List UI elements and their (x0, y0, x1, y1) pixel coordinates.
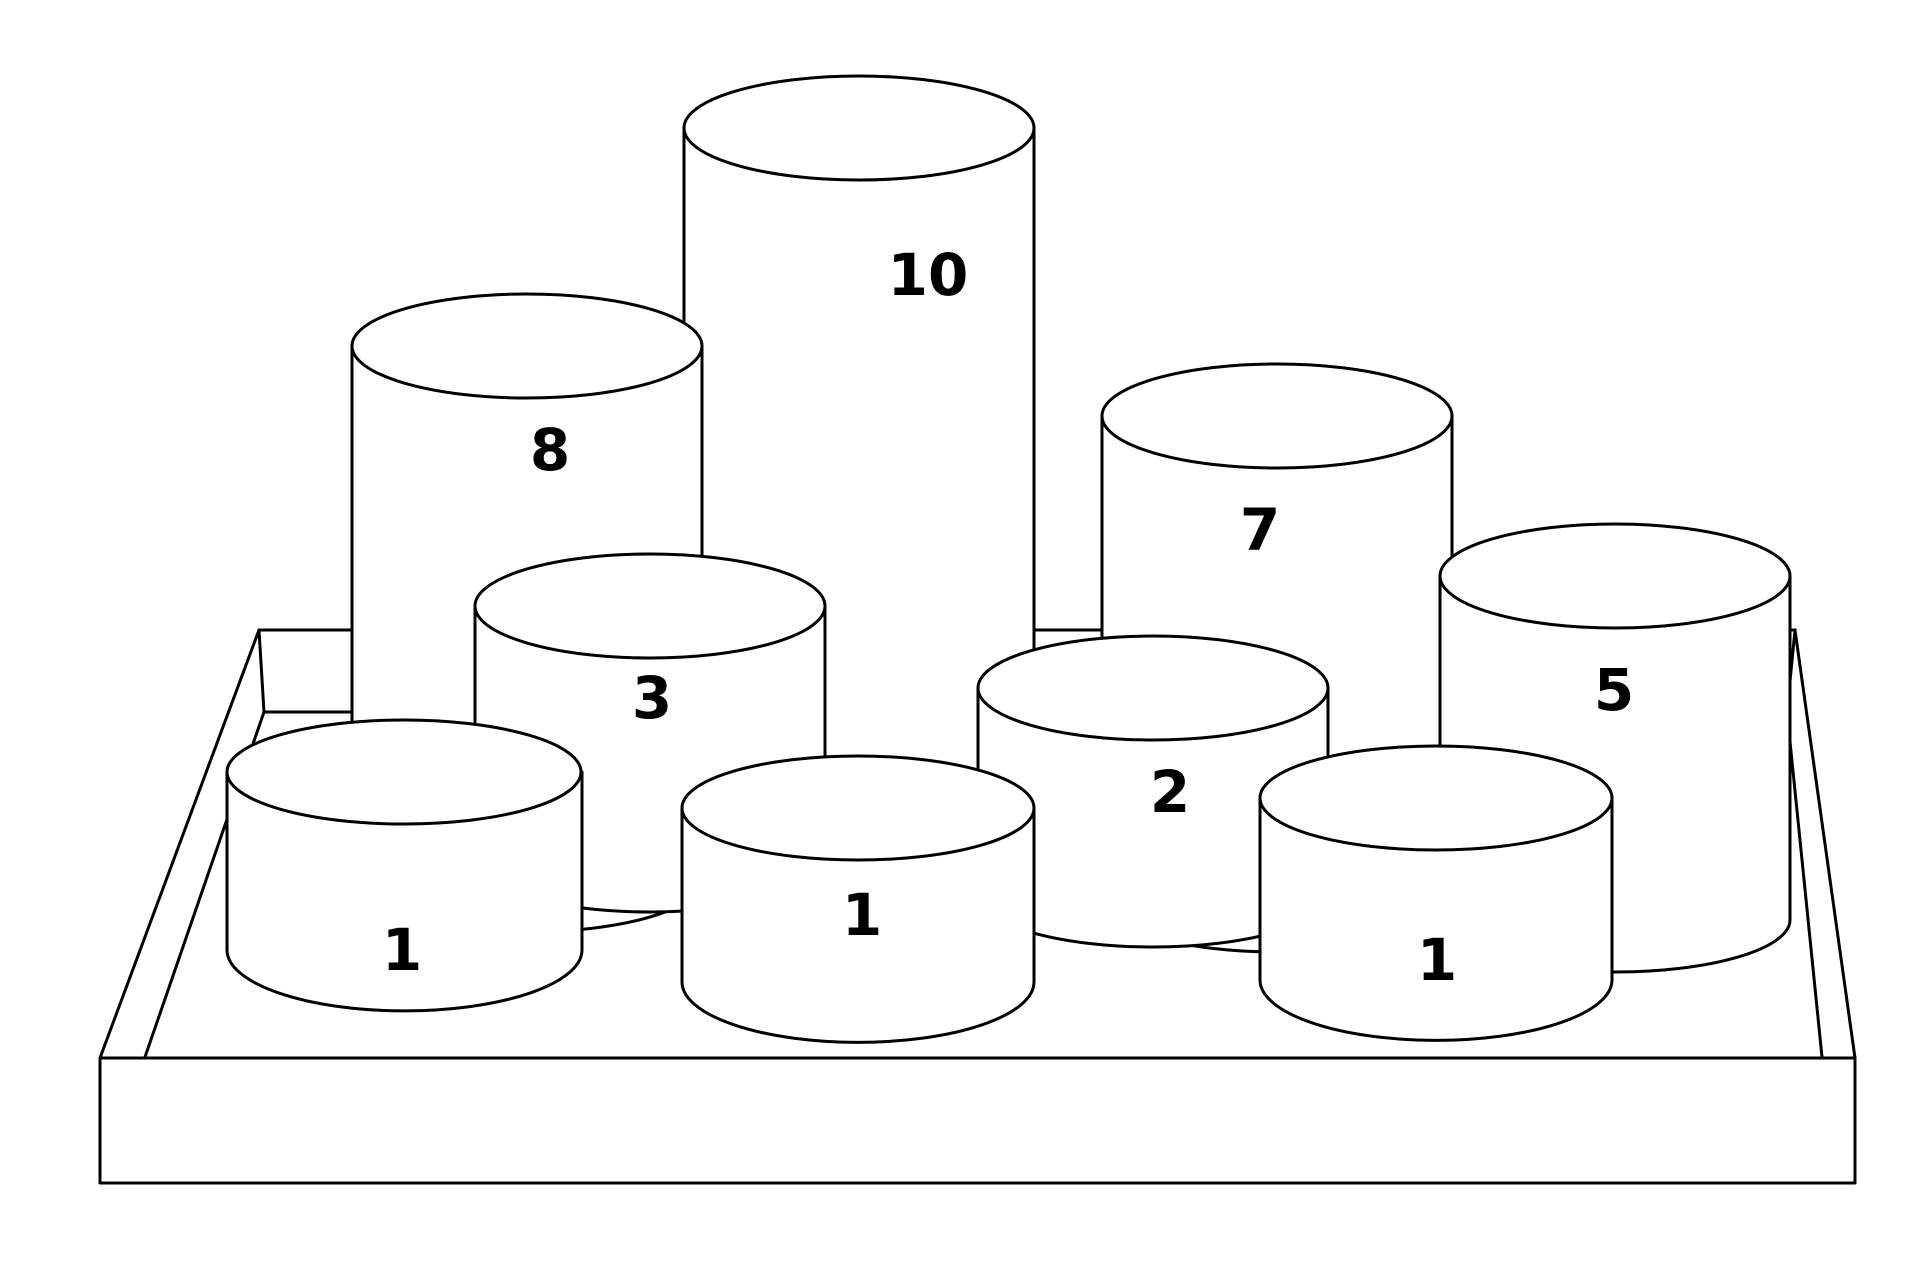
cylinder-label-1-front-left: 1 (382, 916, 422, 984)
cylinder-label-8: 8 (530, 416, 570, 484)
cylinder-1-front-right: 1 (1258, 744, 1614, 1042)
cylinder-label-5: 5 (1594, 656, 1634, 724)
cylinder-label-2: 2 (1150, 758, 1190, 826)
cylinder-label-3: 3 (632, 664, 672, 732)
cylinder-2: 2 (976, 634, 1330, 949)
cylinder-label-7: 7 (1240, 496, 1280, 564)
cylinder-label-10: 10 (888, 241, 969, 309)
cylinder-label-1-front-right: 1 (1417, 926, 1457, 994)
cylinder-1-front-center: 1 (680, 754, 1036, 1044)
cylinder-1-front-left: 1 (225, 718, 584, 1013)
cylinder-label-1-front-center: 1 (842, 881, 882, 949)
tray-front (98, 1056, 1857, 1185)
